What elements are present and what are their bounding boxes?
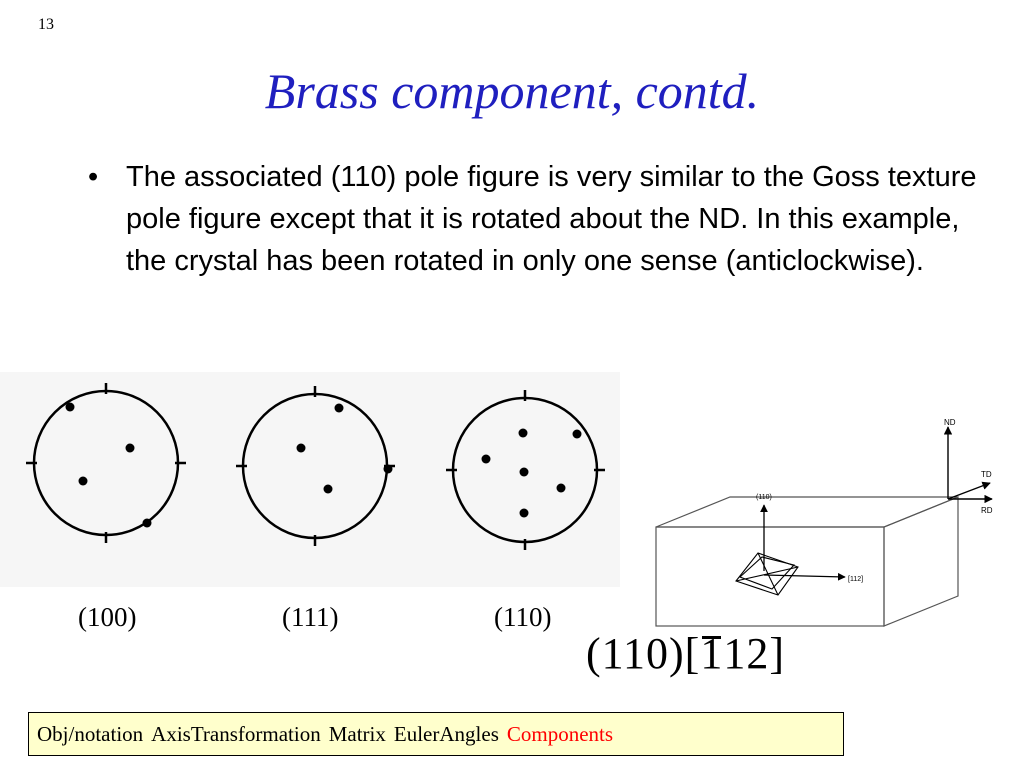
- bullet-point: • The associated (110) pole figure is ve…: [88, 156, 1008, 282]
- nav-link-obj-notation[interactable]: Obj/notation: [37, 721, 144, 746]
- overbar: [702, 636, 722, 639]
- plane-label: (110): [756, 494, 772, 501]
- notation-dir-open: [: [684, 629, 701, 678]
- pole-figure-100-points: [65, 402, 152, 528]
- pole-figure-110-points: [481, 428, 582, 518]
- bullet-marker: •: [88, 161, 99, 193]
- direction-label: [112]: [848, 576, 863, 583]
- crystal-rhombus: [735, 552, 799, 596]
- notation-barred-digit: 1: [700, 629, 724, 678]
- pole-figure-110: [446, 390, 605, 550]
- pole-figures-background: [0, 372, 620, 587]
- pole-figure-label-100: (100): [78, 602, 137, 632]
- axis-label-rd: RD: [981, 506, 993, 515]
- pole-figure-100: [26, 383, 186, 543]
- orientation-notation: (110)[112]: [586, 628, 785, 679]
- sample-axes: [943, 426, 993, 504]
- slide-title: Brass component, contd.: [264, 63, 760, 119]
- nav-link-matrix[interactable]: Matrix: [328, 721, 386, 746]
- bullet-text: The associated (110) pole figure is very…: [126, 161, 977, 277]
- navigation-bar: Obj/notation AxisTransformation Matrix E…: [28, 712, 844, 756]
- axis-label-td: TD: [981, 470, 992, 479]
- crystal-directions: [760, 504, 846, 581]
- notation-dir-rest: 12]: [723, 629, 785, 678]
- pole-figures-image: [0, 372, 620, 587]
- sheet-box: [655, 496, 959, 627]
- nav-link-components[interactable]: Components: [506, 721, 614, 746]
- notation-barred-index: 1: [700, 628, 723, 679]
- crystal-orientation-diagram: ND TD RD (110) [112]: [655, 418, 993, 627]
- nav-link-euler-angles[interactable]: EulerAngles: [393, 721, 499, 746]
- pole-figure-label-110: (110): [494, 602, 552, 632]
- notation-plane: (110): [586, 629, 685, 678]
- pole-figure-111-points: [296, 403, 393, 494]
- slide-number: 13: [38, 16, 54, 33]
- pole-figure-label-111: (111): [282, 602, 339, 632]
- nav-link-axis-transformation[interactable]: AxisTransformation: [151, 721, 321, 746]
- axis-label-nd: ND: [944, 418, 956, 427]
